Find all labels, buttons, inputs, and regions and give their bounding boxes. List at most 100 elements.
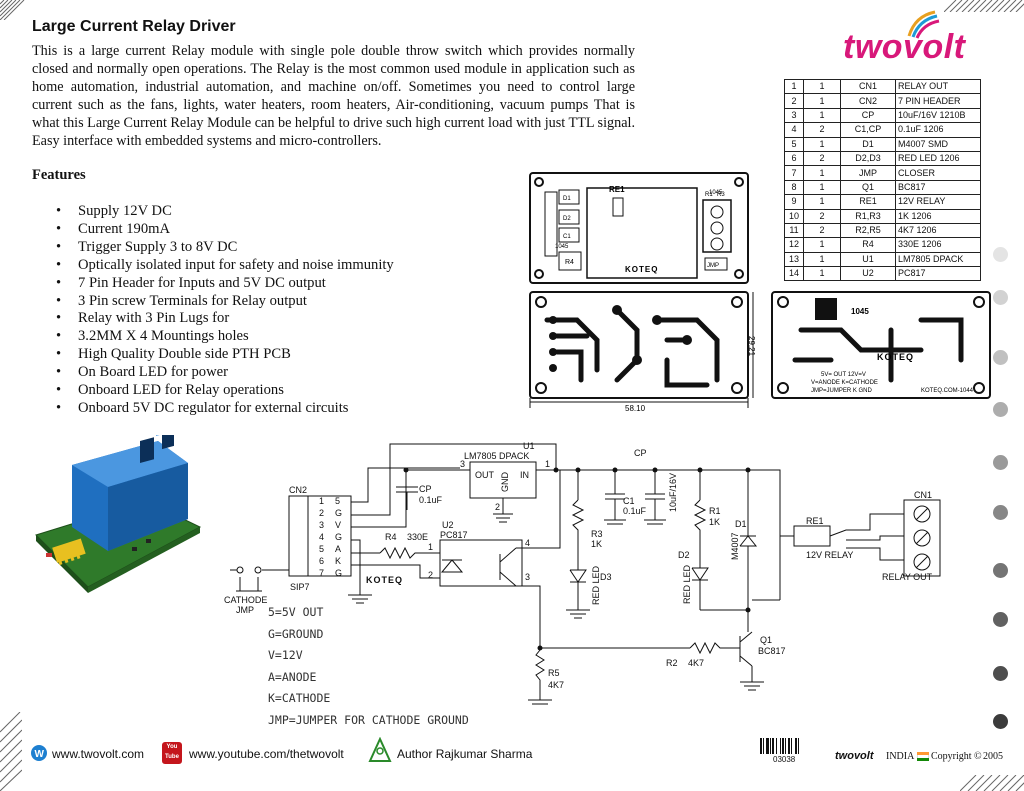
pcb-top-label: D2 bbox=[563, 216, 571, 222]
relay-module-photo bbox=[35, 435, 202, 593]
decorative-dot bbox=[993, 247, 1008, 262]
cp-value-left: 0.1uF bbox=[419, 495, 443, 505]
footer-copyright: Copyright bbox=[931, 751, 972, 762]
cp-label-top: CP bbox=[634, 448, 647, 458]
pcb-top-label: 1045 bbox=[709, 190, 723, 196]
cn2-pin: 3 bbox=[319, 520, 324, 530]
bom-cell: 14 bbox=[784, 266, 804, 282]
feature-item: 7 Pin Header for Inputs and 5V DC output bbox=[56, 275, 394, 293]
cn2-pin: 1 bbox=[319, 496, 324, 506]
jmp-label: JMP bbox=[236, 605, 254, 615]
barcode-bar bbox=[776, 738, 777, 754]
bom-cell: 4K7 1206 bbox=[895, 222, 981, 239]
pcb-top-copper: 58.10 29.21 bbox=[529, 291, 756, 413]
svg-text:W: W bbox=[35, 749, 45, 760]
legend-line: K=CATHODE bbox=[268, 691, 331, 705]
pin-number: 3 bbox=[525, 572, 530, 582]
legend-line: JMP=JUMPER FOR CATHODE GROUND bbox=[268, 712, 469, 727]
pcb-bottom-label: V=ANODE K=CATHODE bbox=[811, 380, 878, 386]
jmp-cathode-label: CATHODE bbox=[224, 595, 267, 605]
r5-value: 4K7 bbox=[548, 680, 564, 690]
bom-cell: 1 bbox=[784, 78, 804, 95]
feature-item: 3.2MM X 4 Mountings holes bbox=[56, 328, 394, 346]
pcb-top-label: JMP bbox=[707, 263, 719, 269]
bom-cell: R2,R5 bbox=[840, 222, 896, 239]
cn2-label: 5 bbox=[335, 496, 340, 506]
bom-cell: 3 bbox=[784, 107, 804, 124]
decorative-dot bbox=[993, 350, 1008, 365]
bom-cell: R4 bbox=[840, 237, 896, 253]
features-heading: Features bbox=[32, 167, 86, 183]
bom-cell: 4 bbox=[784, 122, 804, 138]
bom-cell: 6 bbox=[784, 150, 804, 167]
bom-cell: CN2 bbox=[840, 93, 896, 109]
u1-name: LM7805 DPACK bbox=[464, 451, 529, 461]
footer-year: 2005 bbox=[983, 751, 1003, 762]
footer-country: INDIA bbox=[886, 751, 915, 762]
d2-label: D2 bbox=[678, 550, 690, 560]
pcb-bottom-label: KOTEQ.COM-1044 bbox=[921, 388, 974, 394]
legend-line: A=ANODE bbox=[268, 669, 317, 684]
bom-cell: 2 bbox=[803, 222, 841, 239]
u1-pin-in: IN bbox=[520, 470, 529, 480]
pcb-bottom-label: KOTEQ bbox=[877, 352, 914, 362]
barcode bbox=[760, 738, 799, 754]
r3-value: 1K bbox=[591, 539, 602, 549]
pcb-bottom-label: 5V= OUT 12V=V bbox=[821, 372, 866, 378]
pin-number: 2 bbox=[428, 570, 433, 580]
footer-brand: twovolt bbox=[835, 750, 874, 762]
website-globe-icon: W bbox=[31, 745, 47, 761]
feature-item: High Quality Double side PTH PCB bbox=[56, 346, 394, 364]
cn2-label: K bbox=[335, 556, 341, 566]
barcode-bar bbox=[780, 738, 781, 754]
bom-cell: 330E 1206 bbox=[895, 237, 981, 253]
barcode-bar bbox=[772, 738, 774, 754]
cp-value-vert: 10uF/16V bbox=[668, 473, 678, 512]
feature-item: Trigger Supply 3 to 8V DC bbox=[56, 239, 394, 257]
youtube-icon: You Tube bbox=[162, 742, 182, 764]
bom-cell: 5 bbox=[784, 136, 804, 152]
cn2-pin: 2 bbox=[319, 508, 324, 518]
bom-cell: 10 bbox=[784, 208, 804, 224]
feature-item: Onboard LED for Relay operations bbox=[56, 382, 394, 400]
barcode-bar bbox=[760, 738, 762, 754]
pin-number: 2 bbox=[495, 502, 500, 512]
footer-website-link[interactable]: www.twovolt.com bbox=[52, 747, 145, 761]
re1-value: 12V RELAY bbox=[806, 550, 853, 560]
legend-line: 5=5V OUT bbox=[268, 605, 324, 619]
bom-cell: 1 bbox=[803, 136, 841, 152]
footer-youtube-link[interactable]: www.youtube.com/thetwovolt bbox=[189, 747, 344, 761]
bom-cell: 12V RELAY bbox=[895, 194, 981, 210]
cn2-label: G bbox=[335, 532, 342, 542]
bom-cell: RELAY OUT bbox=[895, 78, 981, 95]
u2-name: PC817 bbox=[440, 530, 468, 540]
bom-cell: 1K 1206 bbox=[895, 208, 981, 224]
bom-cell: CN1 bbox=[840, 78, 896, 95]
bom-cell: D2,D3 bbox=[840, 150, 896, 167]
decorative-dot bbox=[993, 290, 1008, 305]
bom-cell: 0.1uF 1206 bbox=[895, 122, 981, 138]
logo-swoosh-icon bbox=[907, 10, 940, 39]
pcb-top-silkscreen: RE1 D1 D2 R1 R3 C1 R4 1045 KOTEQ 1045 JM… bbox=[529, 172, 749, 284]
feature-item: Supply 12V DC bbox=[56, 203, 394, 221]
decorative-dot bbox=[993, 402, 1008, 417]
corner-hatch-top-left bbox=[0, 0, 25, 20]
r4-label: R4 bbox=[385, 532, 397, 542]
bom-cell: 2 bbox=[803, 208, 841, 224]
barcode-bar bbox=[770, 738, 771, 754]
bom-cell: BC817 bbox=[895, 179, 981, 196]
cn2-ref: CN2 bbox=[289, 485, 307, 495]
bom-cell: 7 PIN HEADER bbox=[895, 93, 981, 109]
d3-value: RED LED bbox=[591, 565, 601, 605]
barcode-number: 03038 bbox=[773, 755, 796, 764]
